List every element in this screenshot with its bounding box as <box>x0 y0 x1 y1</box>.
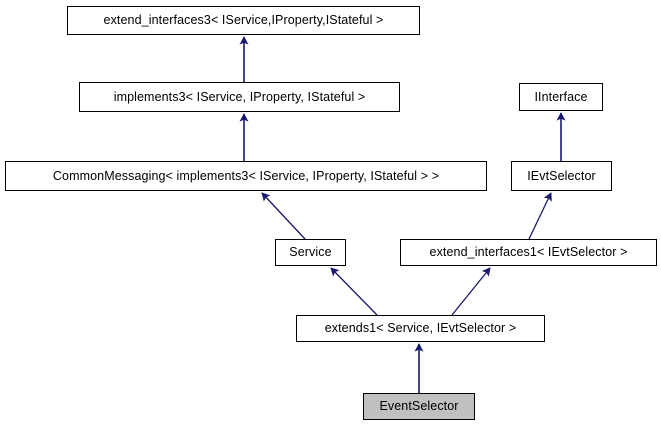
class-node-label: implements3< IService, IProperty, IState… <box>113 89 366 104</box>
class-node-service[interactable]: Service <box>275 239 346 266</box>
class-node-commonmessaging[interactable]: CommonMessaging< implements3< IService, … <box>5 161 487 191</box>
class-node-extend-interfaces1[interactable]: extend_interfaces1< IEvtSelector > <box>400 239 657 266</box>
class-node-label: extend_interfaces3< IService,IProperty,I… <box>103 13 384 28</box>
class-node-eventselector[interactable]: EventSelector <box>363 393 475 420</box>
class-node-label: IEvtSelector <box>527 168 596 183</box>
class-node-label: EventSelector <box>379 399 459 414</box>
class-node-extends1[interactable]: extends1< Service, IEvtSelector > <box>296 315 545 342</box>
class-node-label: Service <box>289 245 332 260</box>
edge-extends1-to-extend-interfaces1 <box>451 267 491 316</box>
class-node-iinterface[interactable]: IInterface <box>519 83 603 111</box>
class-node-label: extends1< Service, IEvtSelector > <box>324 321 517 336</box>
class-node-implements3[interactable]: implements3< IService, IProperty, IState… <box>79 82 400 112</box>
edge-service-to-commonmessaging <box>261 192 306 240</box>
class-node-label: extend_interfaces1< IEvtSelector > <box>429 245 628 260</box>
edge-extend-interfaces1-to-ievtselector <box>528 192 552 240</box>
class-node-label: CommonMessaging< implements3< IService, … <box>52 168 440 183</box>
class-node-label: IInterface <box>534 89 588 104</box>
class-node-ievtselector[interactable]: IEvtSelector <box>511 161 612 191</box>
class-node-extend-interfaces3[interactable]: extend_interfaces3< IService,IProperty,I… <box>67 6 420 35</box>
edge-extends1-to-service <box>330 267 378 316</box>
